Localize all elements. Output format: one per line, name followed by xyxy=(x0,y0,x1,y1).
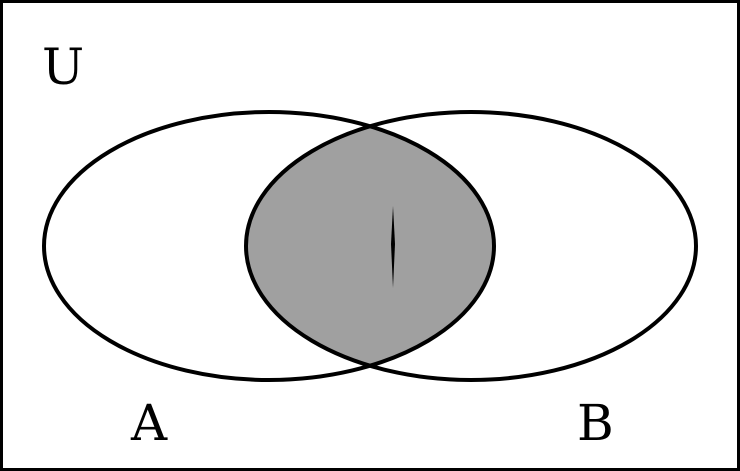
set-b-label: B xyxy=(577,394,614,452)
set-a-label: A xyxy=(130,394,168,452)
intersection-mark xyxy=(391,206,395,288)
universe-label: U xyxy=(42,38,84,96)
set-b-ellipse xyxy=(244,110,698,382)
set-a-ellipse xyxy=(42,110,496,382)
intersection-region xyxy=(246,112,494,380)
